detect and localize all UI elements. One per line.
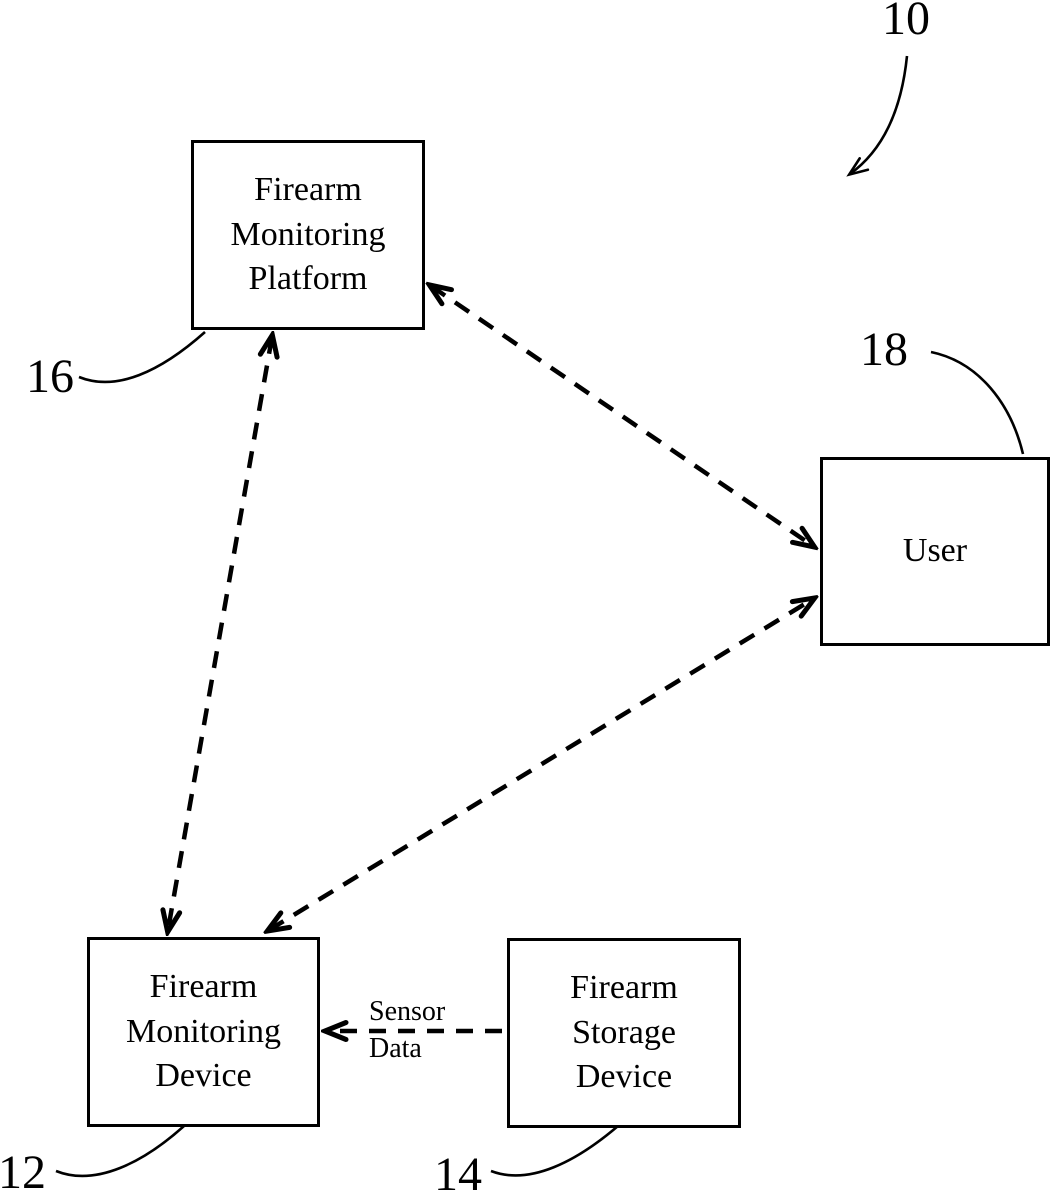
- ref-18-leader: [930, 350, 1025, 455]
- ref-label-12: 12: [0, 1146, 46, 1199]
- ref-16-leader: [78, 331, 206, 384]
- ref-10-leader-arrow: [846, 55, 909, 177]
- ref-label-18: 18: [860, 323, 908, 376]
- edge-platform-user: [431, 286, 813, 546]
- sensor-data-label-line2: Data: [369, 1033, 422, 1064]
- edge-device-user: [269, 599, 813, 930]
- ref-label-14: 14: [434, 1148, 482, 1200]
- ref-12-leader: [55, 1125, 185, 1178]
- node-firearm-storage-device: Firearm Storage Device: [507, 938, 741, 1128]
- node-firearm-monitoring-platform: Firearm Monitoring Platform: [191, 140, 425, 330]
- ref-label-16: 16: [26, 350, 74, 403]
- node-user-label: User: [902, 532, 968, 570]
- edge-platform-device: [168, 337, 272, 930]
- node-firearm-storage-device-label: Firearm Storage Device: [570, 968, 678, 1096]
- ref-14-leader: [490, 1125, 619, 1177]
- ref-label-10: 10: [882, 0, 930, 45]
- node-user: User: [820, 457, 1050, 646]
- node-firearm-monitoring-device-label: Firearm Monitoring Device: [126, 967, 281, 1095]
- node-firearm-monitoring-device: Firearm Monitoring Device: [87, 937, 320, 1127]
- sensor-data-label-line1: Sensor: [369, 996, 446, 1027]
- node-firearm-monitoring-platform-label: Firearm Monitoring Platform: [230, 170, 386, 298]
